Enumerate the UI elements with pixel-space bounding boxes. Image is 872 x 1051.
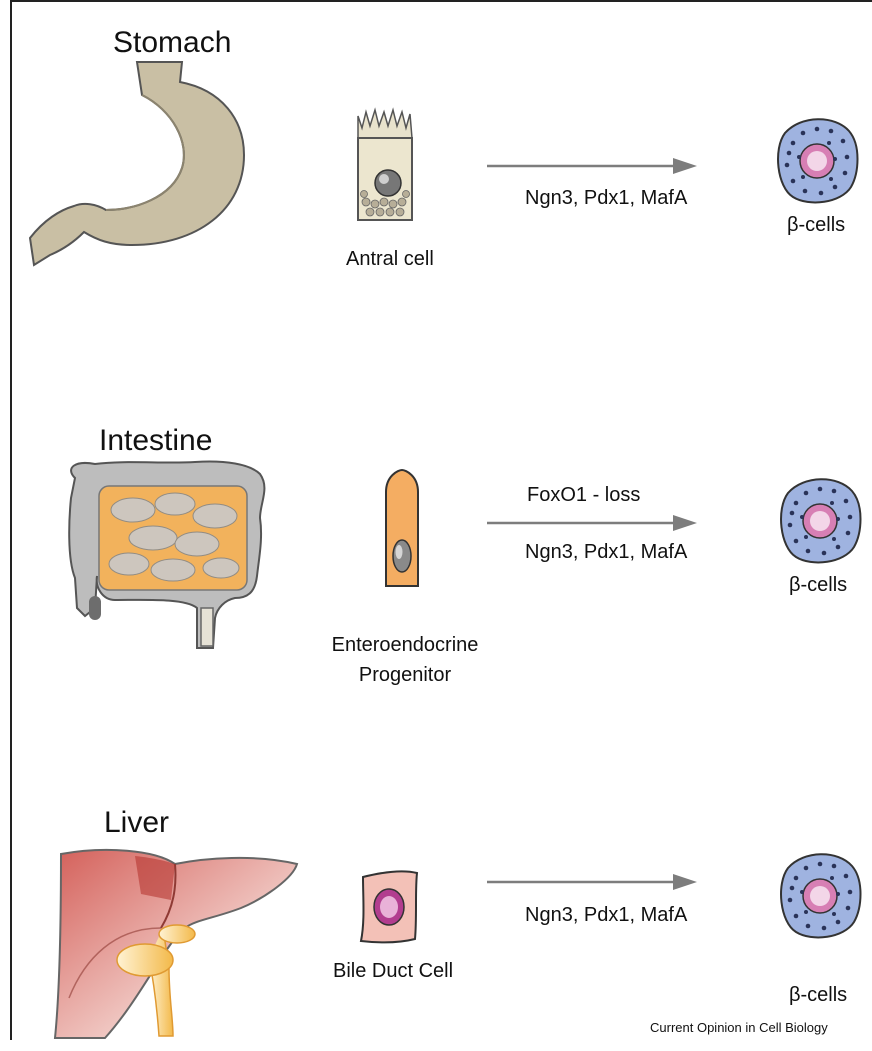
beta-cell-icon	[776, 473, 866, 573]
beta-cell-icon	[773, 113, 863, 213]
factors-above-intestine: FoxO1 - loss	[527, 484, 640, 507]
cell-label-bile-duct: Bile Duct Cell	[333, 960, 453, 983]
beta-cell-icon	[776, 848, 866, 948]
journal-credit: Current Opinion in Cell Biology	[650, 1020, 828, 1035]
antral-cell-icon	[350, 108, 430, 228]
factors-intestine: Ngn3, Pdx1, MafA	[525, 541, 687, 564]
stomach-illustration	[22, 60, 272, 280]
organ-title-liver: Liver	[104, 806, 169, 840]
factors-liver: Ngn3, Pdx1, MafA	[525, 904, 687, 927]
arrow-intestine	[487, 513, 707, 533]
bile-duct-cell-icon	[355, 867, 425, 947]
cell-label-enteroendocrine: Enteroendocrine Progenitor	[322, 630, 488, 690]
target-label-liver: β-cells	[789, 984, 847, 1007]
target-label-stomach: β-cells	[787, 214, 845, 237]
organ-title-intestine: Intestine	[99, 424, 212, 458]
cell-label-antral: Antral cell	[346, 248, 434, 271]
target-label-intestine: β-cells	[789, 574, 847, 597]
arrow-stomach	[487, 156, 707, 176]
arrow-liver	[487, 872, 707, 892]
factors-stomach: Ngn3, Pdx1, MafA	[525, 187, 687, 210]
intestine-illustration	[55, 458, 285, 658]
enteroendocrine-progenitor-icon	[382, 468, 422, 598]
liver-illustration	[45, 848, 305, 1048]
organ-title-stomach: Stomach	[113, 26, 231, 60]
